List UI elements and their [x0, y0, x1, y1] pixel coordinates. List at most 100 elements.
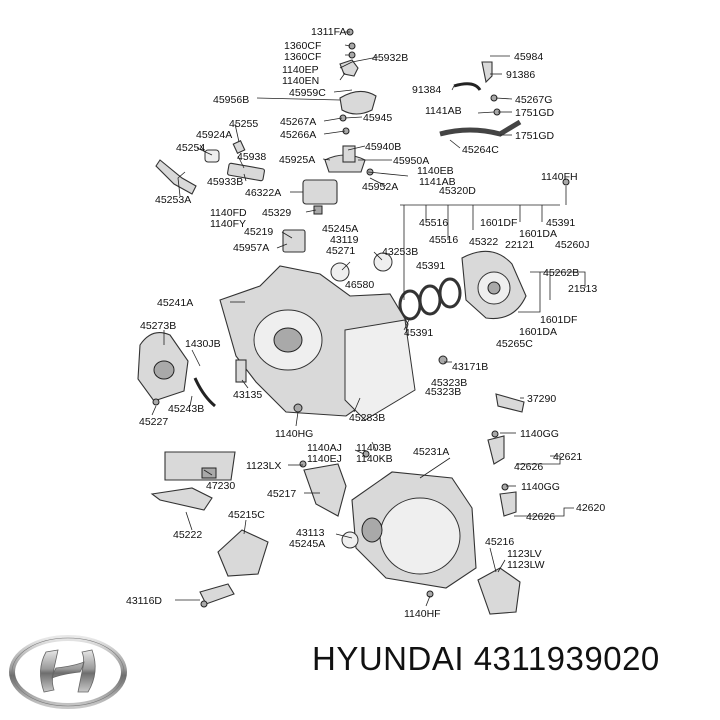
sensor-42621 [487, 435, 505, 465]
label-45320D: 45320D [439, 185, 476, 197]
label-45216: 45216 [485, 536, 514, 548]
bracket-37290 [495, 393, 525, 413]
label-1360CF: 1360CF [284, 51, 321, 63]
label-1123LW: 1123LW [507, 559, 545, 571]
label-45940B: 45940B [365, 141, 401, 153]
label-45217: 45217 [267, 488, 296, 500]
label-43119: 43119 [330, 234, 359, 246]
lever-45253A [155, 159, 197, 195]
label-45264C: 45264C [462, 144, 499, 156]
label-45262B: 45262B [543, 267, 579, 279]
label-45254: 45254 [176, 142, 205, 154]
part-number: 4311939020 [473, 640, 660, 677]
label-45323B: 45323B [431, 377, 467, 389]
bracket-45932B [339, 59, 359, 77]
label-1751GD: 1751GD [515, 130, 555, 142]
label-45267G: 45267G [515, 94, 552, 106]
label-1751GD: 1751GD [515, 107, 555, 119]
label-45516: 45516 [419, 217, 448, 229]
label-45959C: 45959C [289, 87, 326, 99]
label-1123LV: 1123LV [507, 548, 542, 560]
label-45924A: 45924A [196, 129, 232, 141]
valve-cover-45283B [344, 319, 416, 421]
label-1601DF: 1601DF [540, 314, 577, 326]
label-1140GG: 1140GG [520, 428, 559, 440]
label-45222: 45222 [173, 529, 202, 541]
label-43113: 43113 [296, 527, 325, 539]
label-45265C: 45265C [496, 338, 533, 350]
label-45241A: 45241A [157, 297, 193, 309]
label-1430JB: 1430JB [185, 338, 221, 350]
label-45231A: 45231A [413, 446, 449, 458]
label-1140HF: 1140HF [404, 608, 441, 620]
label-46580: 46580 [345, 279, 374, 291]
leader-lines [151, 31, 586, 607]
sensor-42620 [499, 491, 517, 517]
label-91386: 91386 [506, 69, 535, 81]
label-45957A: 45957A [233, 242, 269, 254]
label-21513: 21513 [568, 283, 597, 295]
label-45271: 45271 [326, 245, 355, 257]
label-1601DA: 1601DA [519, 228, 557, 240]
label-45267A: 45267A [280, 116, 316, 128]
part-shapes [137, 28, 570, 615]
label-45933B: 45933B [207, 176, 243, 188]
label-42620: 42620 [576, 502, 605, 514]
seal-45245A [341, 531, 359, 549]
bracket-45957A [282, 229, 306, 253]
label-45227: 45227 [139, 416, 168, 428]
label-37290: 37290 [527, 393, 556, 405]
bracket-45222 [150, 487, 213, 511]
label-11403B: 11403B [356, 442, 391, 454]
label-1140FD: 1140FD [210, 207, 247, 219]
label-1140FY: 1140FY [210, 218, 246, 230]
label-45273B: 45273B [140, 320, 176, 332]
label-1141AB: 1141AB [425, 105, 462, 117]
label-1140EJ: 1140EJ [307, 453, 342, 465]
part-labels: 1311FA 1360CF 1360CF 1140EP 1140EN 45932… [126, 26, 605, 620]
label-45945: 45945 [363, 112, 392, 124]
label-42621: 42621 [553, 451, 582, 463]
label-45260J: 45260J [555, 239, 589, 251]
label-43116D: 43116D [126, 595, 162, 607]
filter-46322A [302, 179, 338, 205]
label-1311FA: 1311FA [311, 26, 346, 38]
label-45516: 45516 [429, 234, 458, 246]
label-1123LX: 1123LX [246, 460, 281, 472]
brand-name: HYUNDAI [312, 640, 465, 677]
label-1140AJ: 1140AJ [307, 442, 342, 454]
label-91384: 91384 [412, 84, 441, 96]
label-1141AB: 1141AB [419, 176, 456, 188]
bracket-45217 [303, 463, 347, 517]
label-46322A: 46322A [245, 187, 281, 199]
label-1140EN: 1140EN [282, 75, 319, 87]
label-45984: 45984 [514, 51, 543, 63]
label-43135: 43135 [233, 389, 262, 401]
label-22121: 22121 [505, 239, 534, 251]
label-1360CF: 1360CF [284, 40, 321, 52]
label-45323B: 45323B [425, 386, 461, 398]
label-45956B: 45956B [213, 94, 249, 106]
label-45219: 45219 [244, 226, 273, 238]
label-45245A: 45245A [289, 538, 325, 550]
label-45938: 45938 [237, 151, 266, 163]
valve-body-45956B [339, 90, 377, 115]
strainer-47230 [164, 451, 236, 481]
label-45243B: 45243B [168, 403, 204, 415]
label-45391: 45391 [416, 260, 445, 272]
label-45245A: 45245A [322, 223, 358, 235]
label-45266A: 45266A [280, 129, 316, 141]
pipe-45264C [439, 119, 522, 137]
label-1601DF: 1601DF [480, 217, 517, 229]
label-45255: 45255 [229, 118, 258, 130]
label-1140KB: 1140KB [356, 453, 393, 465]
mount-45216 [477, 567, 521, 615]
cover-45215C [217, 529, 269, 577]
label-1140HG: 1140HG [275, 428, 313, 440]
label-45215C: 45215C [228, 509, 265, 521]
label-45322: 45322 [469, 236, 498, 248]
label-1140FH: 1140FH [541, 171, 578, 183]
label-45253A: 45253A [155, 194, 191, 206]
label-45391: 45391 [404, 327, 433, 339]
